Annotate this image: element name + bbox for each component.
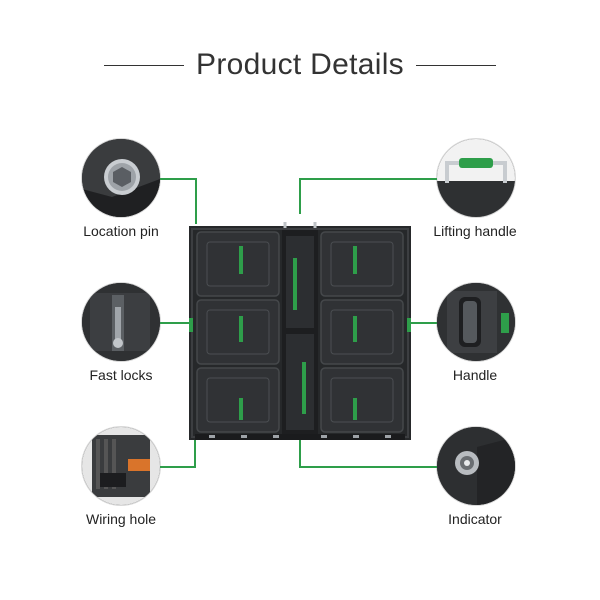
title-divider-left (104, 65, 184, 66)
title-row: Product Details (0, 44, 600, 84)
title-divider-right (416, 65, 496, 66)
handle-photo (437, 283, 515, 361)
location-pin-photo (82, 139, 160, 217)
cabinet-back-panel (189, 222, 411, 444)
connector-location-pin-h (160, 178, 197, 180)
lifting-handle-label: Lifting handle (433, 223, 517, 239)
page-title: Product Details (196, 48, 404, 81)
indicator-photo (437, 427, 515, 505)
fast-locks-photo (82, 283, 160, 361)
location-pin-label: Location pin (83, 223, 159, 239)
indicator-label: Indicator (448, 511, 502, 527)
connector-fast-locks (160, 322, 192, 324)
fast-locks-label: Fast locks (89, 367, 153, 383)
wiring-hole-photo (82, 427, 160, 505)
connector-indicator-v (299, 436, 301, 468)
connector-location-pin-v (195, 178, 197, 224)
connector-lifting-handle-v (299, 178, 301, 214)
connector-wiring-hole-v (194, 432, 196, 468)
lifting-handle-photo (437, 139, 515, 217)
wiring-hole-label: Wiring hole (85, 511, 157, 527)
connector-wiring-hole-h (160, 466, 196, 468)
connector-indicator-h (299, 466, 437, 468)
connector-lifting-handle-h (299, 178, 437, 180)
connector-handle (405, 322, 437, 324)
handle-label: Handle (452, 367, 498, 383)
